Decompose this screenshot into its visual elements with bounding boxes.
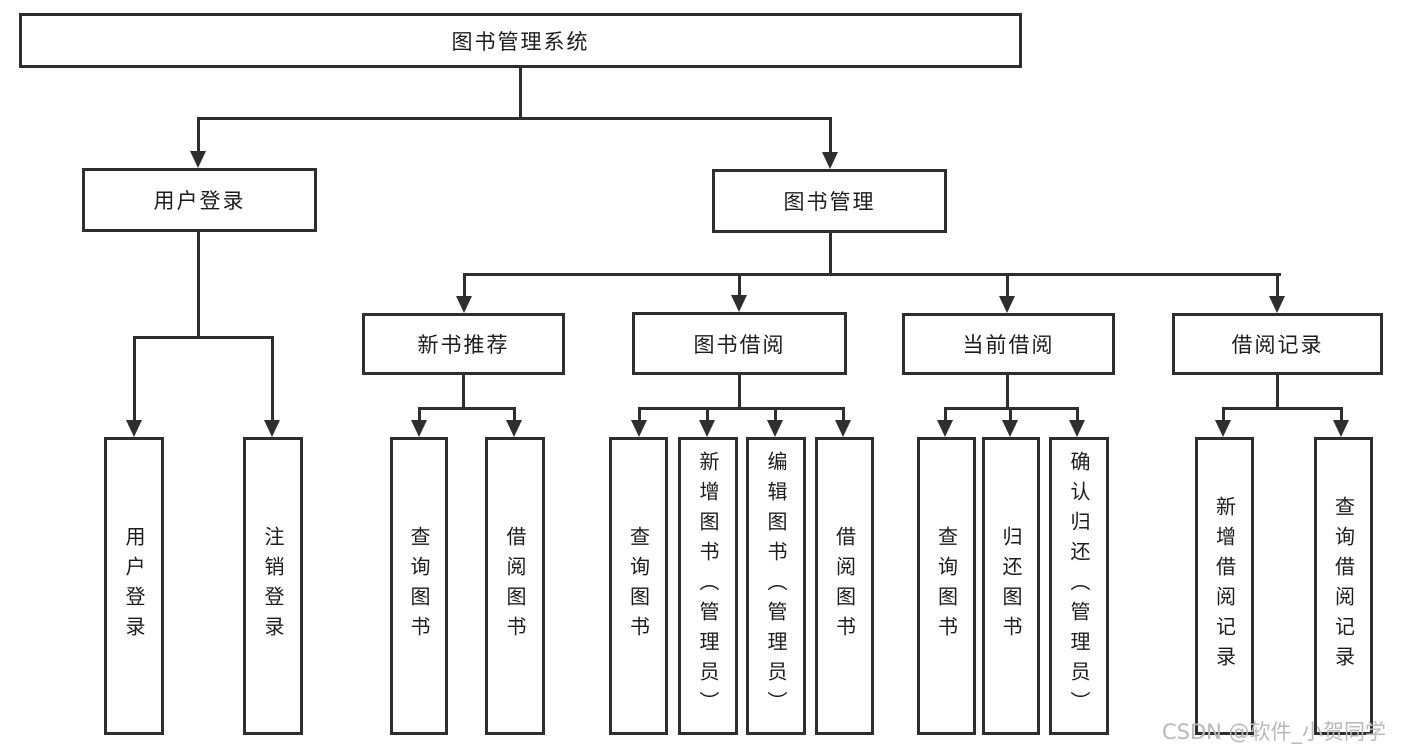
node-label: 用户登录 <box>153 189 246 213</box>
leaf-label: 用户登录 <box>122 526 146 646</box>
leaf-logout: 注销登录 <box>243 437 303 735</box>
arrow-to-borrow-records <box>1269 296 1285 313</box>
connector-leaf-tail <box>1076 407 1079 422</box>
leaf-user-login: 用户登录 <box>104 437 164 735</box>
node-book-management: 图书管理 <box>712 169 947 233</box>
node-new-book-recommend: 新书推荐 <box>362 313 565 375</box>
leaf-label: 查询图书 <box>407 526 431 646</box>
leaf-query-books-borrowing: 查询图书 <box>609 437 668 735</box>
connector-book-mgmt-drop <box>829 233 832 276</box>
arrow-to-new-book <box>456 296 472 313</box>
arrow-to-leaf <box>506 420 522 437</box>
node-label: 图书管理 <box>783 190 876 214</box>
node-label: 当前借阅 <box>962 333 1055 357</box>
arrow-to-leaf <box>1215 420 1231 437</box>
leaf-query-books-recommend: 查询图书 <box>390 437 448 735</box>
connector-book-mgmt-tail <box>829 117 832 153</box>
node-label: 新书推荐 <box>417 333 510 357</box>
connector-drop <box>1006 375 1009 410</box>
leaf-label: 借阅图书 <box>503 526 527 646</box>
leaf-label: 归还图书 <box>999 526 1023 646</box>
connector-drop <box>738 375 741 410</box>
node-label: 借阅记录 <box>1231 333 1324 357</box>
connector-leaf-tail <box>842 407 845 422</box>
arrow-to-current-borrow <box>999 296 1015 313</box>
connector-tail <box>738 273 741 298</box>
connector-tail <box>1276 273 1279 298</box>
node-user-login: 用户登录 <box>82 168 317 232</box>
leaf-add-books-admin: 新增图书（管理员） <box>678 437 738 735</box>
leaf-label: 新增借阅记录 <box>1212 496 1237 676</box>
connector-level2-bus <box>197 117 831 120</box>
leaf-label: 注销登录 <box>261 526 285 646</box>
connector-user-login-bus <box>133 336 274 339</box>
arrow-to-leaf <box>1002 420 1018 437</box>
leaf-borrow-books-recommend: 借阅图书 <box>485 437 545 735</box>
leaf-edit-books-admin: 编辑图书（管理员） <box>746 437 806 735</box>
arrow-to-user-login-leaf <box>126 420 142 437</box>
connector-root-drop <box>519 68 522 119</box>
arrow-to-book-borrow <box>731 295 747 312</box>
arrow-to-leaf <box>937 420 953 437</box>
leaf-label: 借阅图书 <box>832 526 857 646</box>
connector-level3-bus <box>463 273 1281 276</box>
arrow-to-leaf <box>411 420 427 437</box>
leaf-label: 编辑图书（管理员） <box>764 451 788 721</box>
connector-leaf-tail <box>418 407 421 422</box>
connector-leaf-tail <box>513 407 516 422</box>
arrow-to-book-management <box>822 152 838 169</box>
arrow-to-leaf <box>699 420 715 437</box>
connector-drop <box>462 375 465 410</box>
csdn-watermark: CSDN @软件_小贺同学 <box>1162 720 1387 744</box>
connector-bus <box>418 407 516 410</box>
arrow-to-leaf <box>631 420 647 437</box>
connector-tail <box>463 273 466 298</box>
connector-user-login-tail <box>197 117 200 153</box>
node-borrowing-records: 借阅记录 <box>1172 313 1383 375</box>
node-library-management-system: 图书管理系统 <box>19 13 1022 68</box>
connector-leaf-tail <box>1340 407 1343 422</box>
node-label: 图书管理系统 <box>451 29 590 54</box>
connector-drop <box>1276 375 1279 410</box>
node-label: 图书借阅 <box>693 332 786 357</box>
connector-leaf-tail <box>944 407 947 422</box>
connector-leaf-tail <box>271 336 274 421</box>
connector-user-login-drop <box>197 232 200 339</box>
arrow-to-logout-leaf <box>264 420 280 437</box>
connector-bus <box>638 407 845 410</box>
leaf-label: 查询借阅记录 <box>1331 496 1356 676</box>
connector-leaf-tail <box>133 336 136 421</box>
leaf-query-books-current: 查询图书 <box>917 437 976 735</box>
leaf-confirm-return-admin: 确认归还（管理员） <box>1049 437 1109 735</box>
leaf-return-books: 归还图书 <box>982 437 1040 735</box>
arrow-to-user-login <box>190 151 206 168</box>
arrow-to-leaf <box>835 420 851 437</box>
connector-bus <box>1222 407 1342 410</box>
node-current-borrowing: 当前借阅 <box>902 313 1115 375</box>
leaf-query-borrow-record: 查询借阅记录 <box>1314 437 1373 735</box>
leaf-label: 查询图书 <box>934 526 959 646</box>
leaf-add-borrow-record: 新增借阅记录 <box>1195 437 1254 735</box>
connector-leaf-tail <box>706 407 709 422</box>
leaf-label: 确认归还（管理员） <box>1067 451 1091 721</box>
node-book-borrowing: 图书借阅 <box>632 312 847 375</box>
leaf-label: 查询图书 <box>626 526 651 646</box>
leaf-label: 新增图书（管理员） <box>696 451 720 721</box>
connector-leaf-tail <box>774 407 777 422</box>
arrow-to-leaf <box>767 420 783 437</box>
connector-tail <box>1006 273 1009 298</box>
arrow-to-leaf <box>1069 420 1085 437</box>
leaf-borrow-books: 借阅图书 <box>815 437 874 735</box>
arrow-to-leaf <box>1333 420 1349 437</box>
connector-leaf-tail <box>1222 407 1225 422</box>
connector-leaf-tail <box>1009 407 1012 422</box>
connector-leaf-tail <box>638 407 641 422</box>
